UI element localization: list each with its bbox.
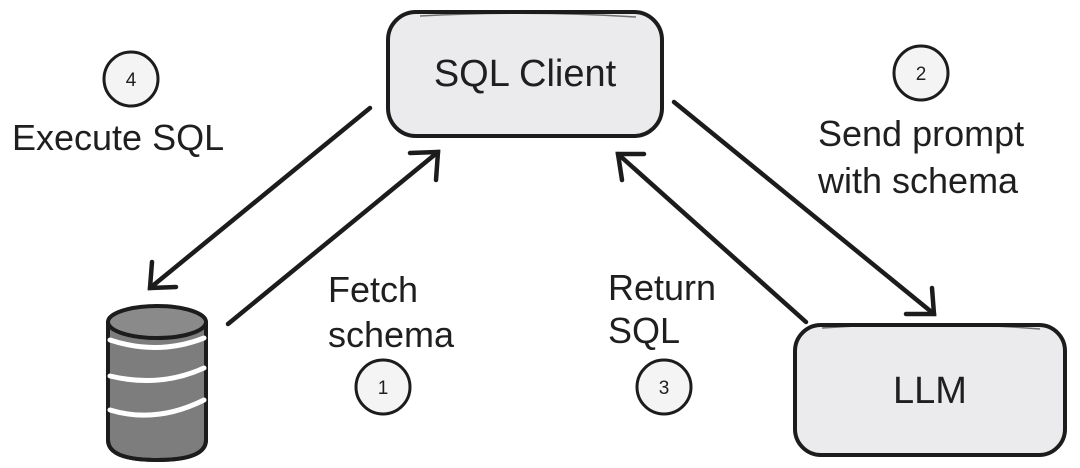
arrow-execute-sql-head xyxy=(147,259,179,291)
database-band-3 xyxy=(107,397,207,418)
llm-node: LLM xyxy=(793,323,1067,457)
arrow-send-prompt xyxy=(671,99,937,317)
arrow-fetch-schema-head xyxy=(407,149,441,183)
arrow-send-prompt-head xyxy=(903,285,937,317)
step-3-label-line-1: Return xyxy=(608,267,716,308)
step-2-badge xyxy=(892,44,950,102)
step-1-label-line-1: Fetch xyxy=(328,269,418,310)
llm-box-sketch xyxy=(821,323,1041,330)
arrow-execute-sql xyxy=(147,105,373,291)
arrow-return-sql-head xyxy=(615,151,647,183)
database-bottom-edge xyxy=(106,439,208,463)
sql-client-node: SQL Client xyxy=(386,10,664,138)
step-3: Return SQL 3 xyxy=(608,267,716,416)
sql-client-box xyxy=(386,10,664,138)
step-2-label-line-1: Send prompt xyxy=(818,113,1024,154)
database-top xyxy=(106,304,208,340)
arrow-return-sql xyxy=(615,151,809,325)
step-4-label: Execute SQL xyxy=(12,117,224,158)
step-3-label-line-2: SQL xyxy=(608,310,680,351)
arrow-fetch-schema xyxy=(225,149,441,327)
step-4-number: 4 xyxy=(126,70,137,91)
step-1-label-line-2: schema xyxy=(328,314,455,355)
database-icon xyxy=(106,304,208,463)
step-4-badge xyxy=(102,50,160,108)
step-2: 2 Send prompt with schema xyxy=(817,44,1024,201)
database-band-2 xyxy=(107,365,207,383)
database-band-1 xyxy=(107,335,207,350)
step-3-number: 3 xyxy=(659,378,670,399)
step-1-badge xyxy=(354,358,412,416)
sql-client-label: SQL Client xyxy=(434,53,617,95)
step-2-label-line-2: with schema xyxy=(817,160,1019,201)
step-1-number: 1 xyxy=(378,378,389,399)
step-3-badge xyxy=(635,358,693,416)
llm-box xyxy=(793,323,1067,457)
step-1: Fetch schema 1 xyxy=(328,269,455,416)
sql-client-box-sketch xyxy=(419,12,637,18)
llm-label: LLM xyxy=(893,370,967,412)
step-2-number: 2 xyxy=(916,64,927,85)
arrows xyxy=(147,99,937,327)
step-4: 4 Execute SQL xyxy=(12,50,224,158)
